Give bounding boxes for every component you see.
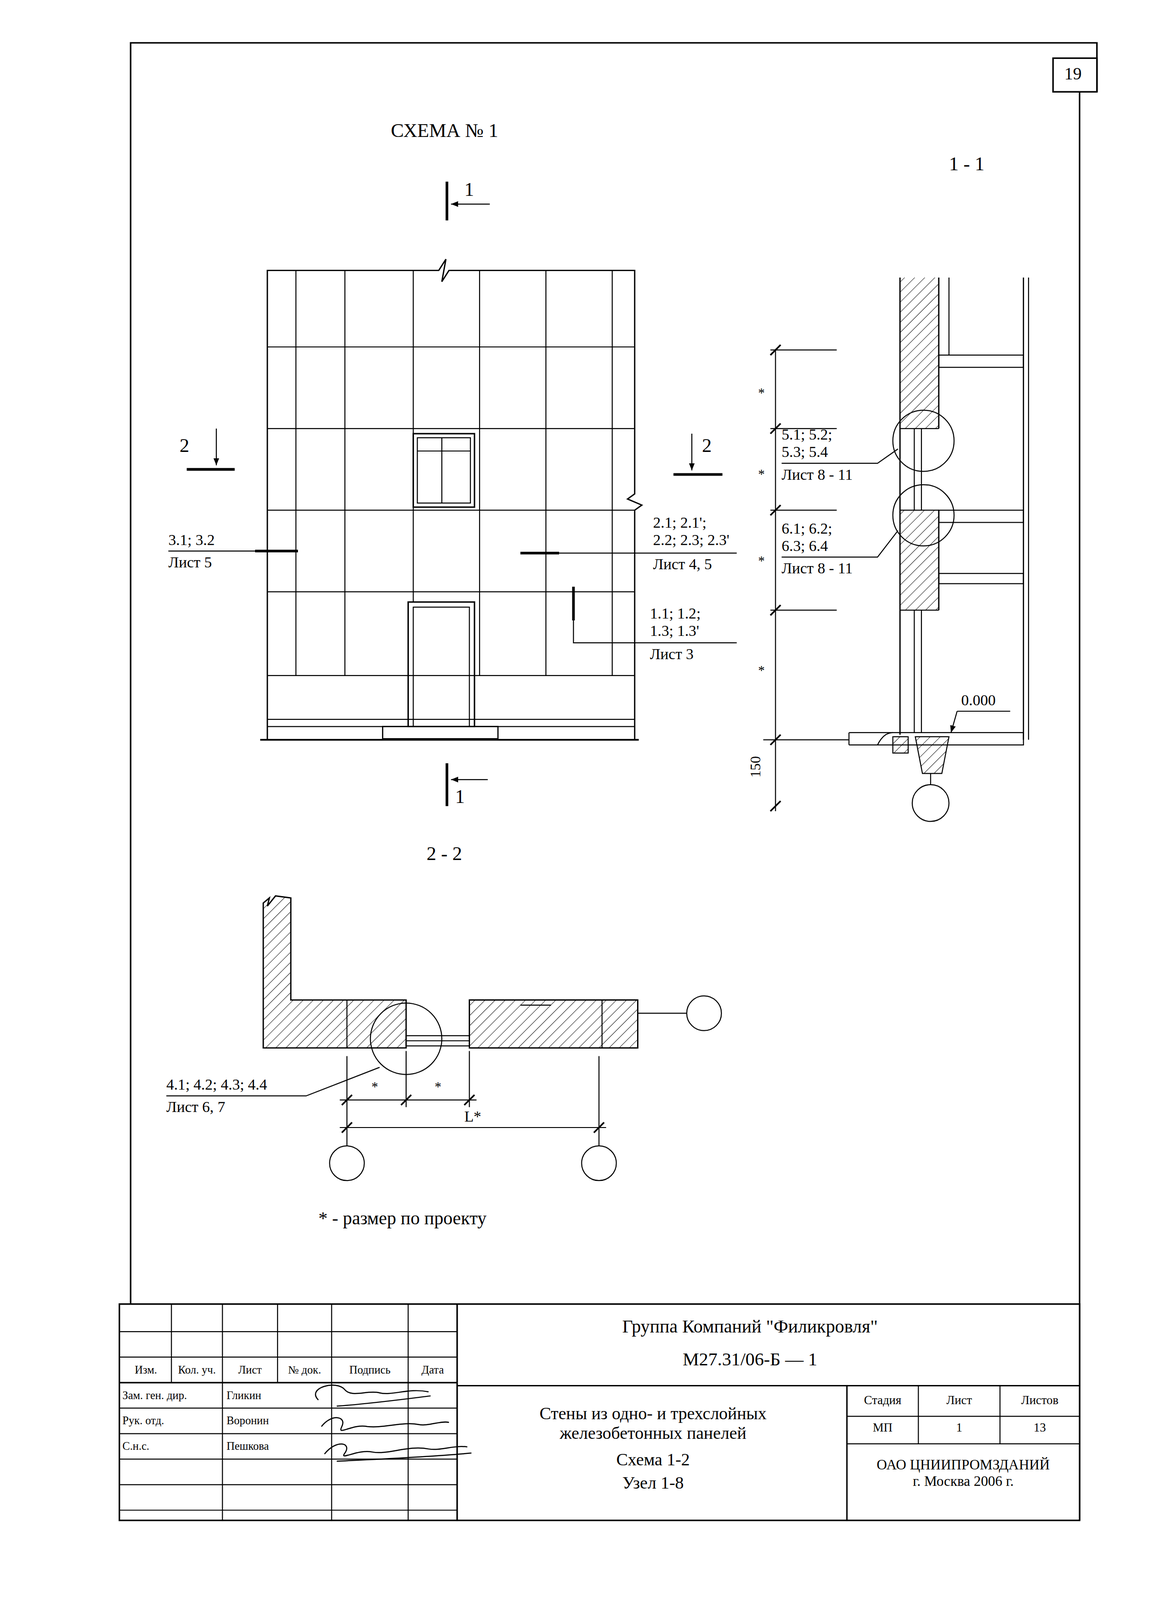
title-block-text: Воронин <box>226 1413 269 1427</box>
title-block-text: Гликин <box>226 1388 262 1401</box>
signatures <box>315 1384 472 1461</box>
drawing-label: Лист 3 <box>649 645 694 664</box>
drawing-label: 19 <box>1064 64 1082 84</box>
title-block-text: 13 <box>1001 1421 1079 1435</box>
drawing-label: Лист 8 - 11 <box>781 559 853 578</box>
drawing-label: 1.1; 1.2; 1.3; 1.3' <box>649 605 717 640</box>
drawing-label: 1 <box>454 785 465 808</box>
drawing-label: 6.1; 6.2; 6.3; 6.4 <box>781 520 848 555</box>
wall-section <box>763 277 1029 821</box>
drawing-label: * <box>434 1079 442 1095</box>
plan-section <box>166 895 722 1181</box>
drawing-label: * - размер по проекту <box>318 1207 487 1229</box>
title-block-text: Подпись <box>332 1362 408 1376</box>
callout-leaders <box>168 550 737 643</box>
drawing-label: 2 <box>179 434 190 457</box>
drawing-label: 1 <box>464 178 474 201</box>
sheet-title: СХЕМА № 1 <box>390 119 498 142</box>
drawing-label: Лист 6, 7 <box>166 1098 225 1116</box>
drawing-label: 150 <box>747 755 764 778</box>
title-block-text: Лист <box>223 1362 277 1376</box>
drawing-label: * <box>757 554 765 570</box>
title-block-text: Стены из одно- и трехслойных железобетон… <box>515 1403 791 1443</box>
drawing-label: Лист 5 <box>168 554 212 572</box>
title-block-text: С.н.с. <box>122 1439 150 1453</box>
drawing-label: * <box>757 385 765 401</box>
drawing-label: L* <box>464 1108 481 1126</box>
title-block <box>119 1303 1080 1521</box>
title-block-text: Дата <box>409 1362 457 1376</box>
title-block-text: Кол. уч. <box>172 1362 222 1376</box>
title-block-text: Узел 1-8 <box>515 1473 791 1493</box>
title-block-text: 1 <box>919 1421 999 1435</box>
drawing-label: Лист 8 - 11 <box>781 466 853 484</box>
title-block-text: МП <box>847 1421 918 1435</box>
title-block-text: Рук. отд. <box>122 1413 164 1427</box>
title-block-text: Изм. <box>121 1362 171 1376</box>
drawing-label: 1 - 1 <box>948 152 985 175</box>
title-block-text: Группа Компаний "Филикровля" <box>489 1316 1010 1337</box>
drawing-label: 2 - 2 <box>426 842 463 865</box>
facade-elevation <box>260 259 642 740</box>
drawing-label: * <box>757 467 765 483</box>
drawing-label: 4.1; 4.2; 4.3; 4.4 <box>166 1076 267 1094</box>
drawing-label: * <box>757 663 765 679</box>
drawing-label: 5.1; 5.2; 5.3; 5.4 <box>781 426 848 461</box>
drawing-label: 2 <box>701 434 712 457</box>
title-block-text: Пешкова <box>226 1439 269 1453</box>
title-block-text: Схема 1-2 <box>515 1449 791 1469</box>
title-block-text: № док. <box>278 1362 331 1376</box>
title-block-text: Листов <box>1001 1393 1079 1407</box>
drawing-label: * <box>371 1079 379 1095</box>
drawing-label: Лист 4, 5 <box>653 555 712 574</box>
section-marks <box>186 181 723 806</box>
title-block-text: Стадия <box>847 1393 918 1407</box>
title-block-text: Лист <box>919 1393 999 1407</box>
sheet-frame <box>130 42 1097 1521</box>
title-block-text: М27.31/06-Б — 1 <box>489 1348 1010 1370</box>
title-block-text: Зам. ген. дир. <box>122 1388 187 1401</box>
drawing-label: 3.1; 3.2 <box>168 531 215 549</box>
drawing-label: 2.1; 2.1'; 2.2; 2.3; 2.3' <box>653 514 732 549</box>
title-block-text: ОАО ЦНИИПРОМЗДАНИЙ г. Москва 2006 г. <box>873 1456 1054 1490</box>
drawing-label: 0.000 <box>961 691 996 710</box>
